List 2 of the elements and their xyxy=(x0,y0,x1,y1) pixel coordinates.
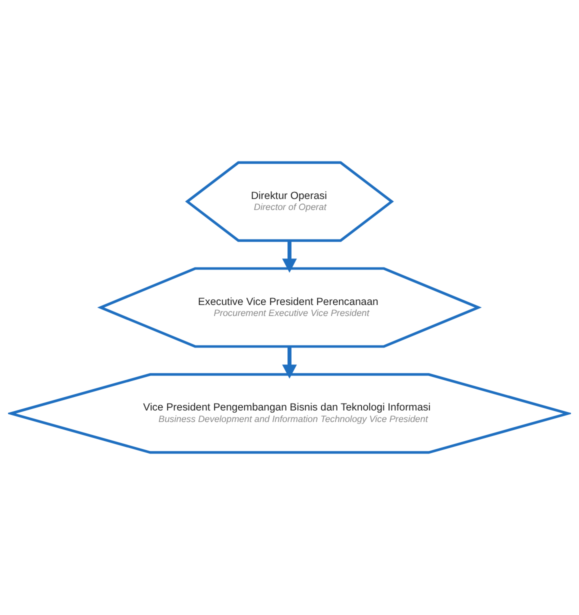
arrow xyxy=(282,346,297,379)
arrow xyxy=(282,240,297,273)
